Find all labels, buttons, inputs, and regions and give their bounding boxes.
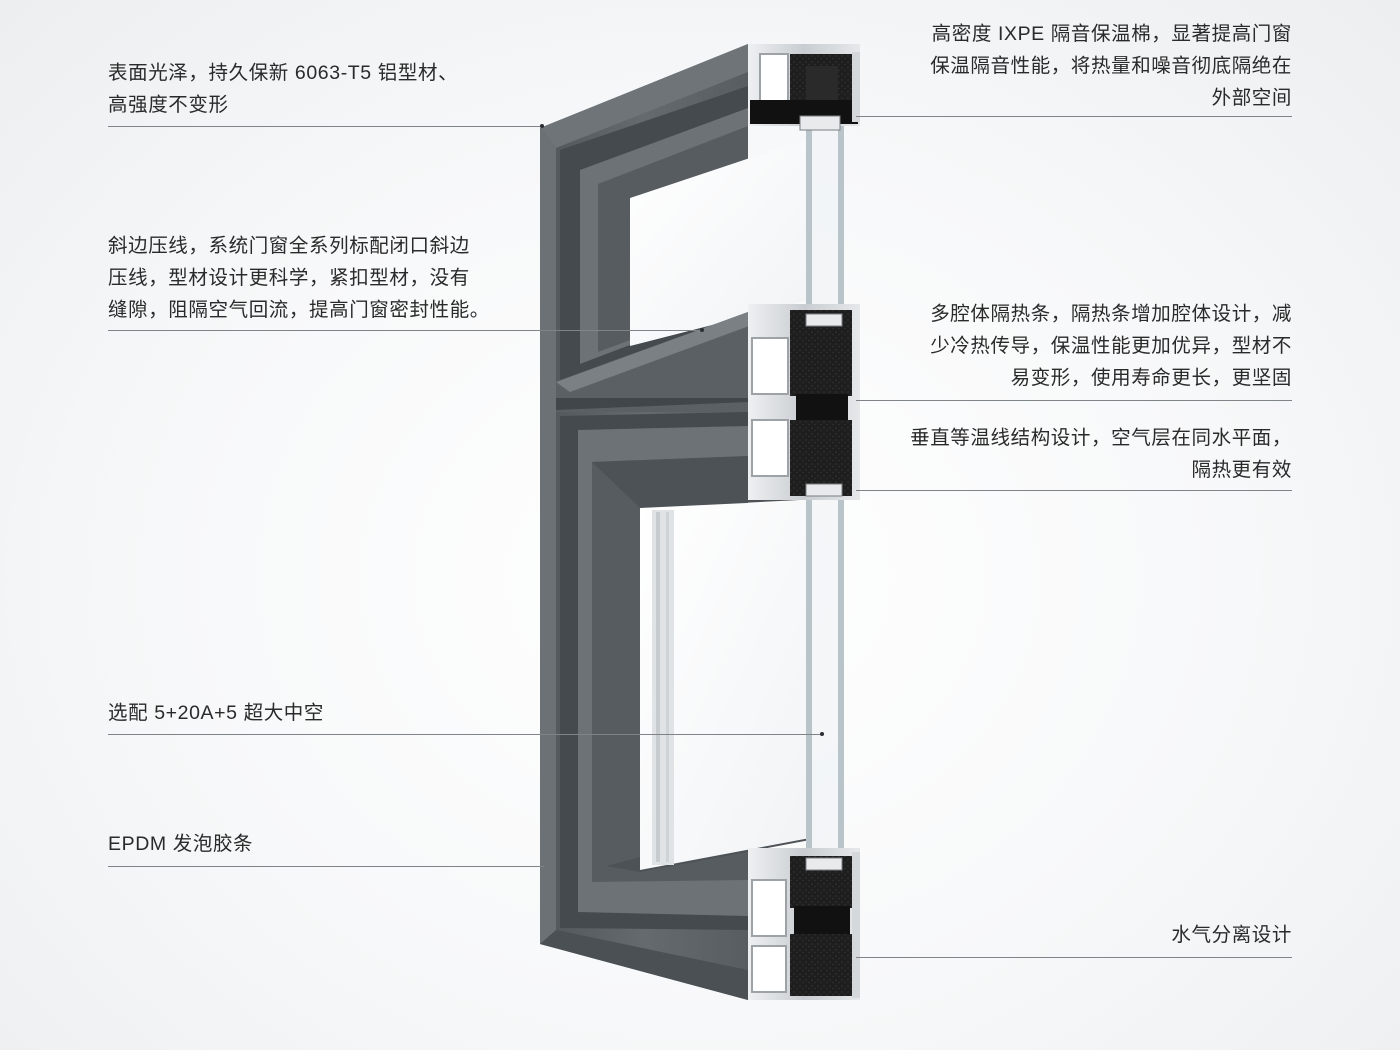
frame-bottom-bevel: [540, 930, 748, 1000]
callout-glass: 选配 5+20A+5 超大中空: [108, 697, 324, 729]
callout-isotherm-line-2: 隔热更有效: [1191, 459, 1292, 481]
callout-isotherm: 垂直等温线结构设计，空气层在同水平面， 隔热更有效: [910, 422, 1292, 486]
leader-glass: [108, 734, 822, 735]
callout-water-line-1: 水气分离设计: [1171, 924, 1292, 946]
profile-section-bottom: [748, 848, 860, 1000]
leader-dot-bevel: [700, 328, 704, 332]
callout-water: 水气分离设计: [1171, 919, 1292, 951]
callout-thermal-line-2: 少冷热传导，保温性能更加优异，型材不: [930, 335, 1292, 357]
callout-thermal-line-1: 多腔体隔热条，隔热条增加腔体设计，减: [930, 303, 1292, 325]
leader-thermal: [856, 400, 1292, 401]
callout-bevel-line-1: 斜边压线，系统门窗全系列标配闭口斜边: [108, 235, 470, 257]
frame-left-edge: [540, 128, 556, 944]
upper-glass-pane: [630, 138, 810, 346]
leader-water: [856, 957, 1292, 958]
leader-ixpe: [856, 116, 1292, 117]
leader-bevel: [108, 330, 702, 331]
callout-bevel-line-2: 压线，型材设计更科学，紧扣型材，没有: [108, 267, 470, 289]
callout-bevel: 斜边压线，系统门窗全系列标配闭口斜边 压线，型材设计更科学，紧扣型材，没有 缝隙…: [108, 230, 490, 326]
transom-rail-top: [556, 312, 760, 392]
callout-ixpe-line-2: 保温隔音性能，将热量和噪音彻底隔绝在: [930, 55, 1292, 77]
callout-ixpe-line-1: 高密度 IXPE 隔音保温棉，显著提高门窗: [931, 23, 1292, 45]
profile-cap-right-bottom: [852, 852, 860, 998]
callout-thermal: 多腔体隔热条，隔热条增加腔体设计，减 少冷热传导，保温性能更加优异，型材不 易变…: [930, 298, 1292, 394]
callout-thermal-line-3: 易变形，使用寿命更长，更坚固: [1010, 367, 1292, 389]
leader-isotherm: [856, 490, 1292, 491]
frame-top-bevel: [540, 44, 748, 148]
leader-surface: [108, 126, 542, 127]
leader-epdm: [108, 866, 544, 867]
callout-epdm-line-1: EPDM 发泡胶条: [108, 833, 254, 855]
lower-sash-strip: [652, 510, 674, 865]
callout-ixpe: 高密度 IXPE 隔音保温棉，显著提高门窗 保温隔音性能，将热量和噪音彻底隔绝在…: [930, 18, 1292, 114]
callout-surface-line-1: 表面光泽，持久保新 6063-T5 铝型材、: [108, 62, 459, 84]
callout-surface-line-2: 高强度不变形: [108, 94, 229, 116]
callout-bevel-line-3: 缝隙，阻隔空气回流，提高门窗密封性能。: [108, 299, 490, 321]
callout-isotherm-line-1: 垂直等温线结构设计，空气层在同水平面，: [910, 427, 1292, 449]
profile-section-middle: [748, 304, 860, 500]
profile-cap-right-top: [852, 52, 860, 122]
callout-ixpe-line-3: 外部空间: [1211, 87, 1292, 109]
callout-glass-line-1: 选配 5+20A+5 超大中空: [108, 702, 324, 724]
transom-divider: [556, 398, 748, 410]
callout-surface: 表面光泽，持久保新 6063-T5 铝型材、 高强度不变形: [108, 57, 458, 121]
leader-dot-glass: [820, 732, 824, 736]
callout-epdm: EPDM 发泡胶条: [108, 828, 253, 860]
leader-dot-surface: [540, 124, 544, 128]
lower-glass-pane: [640, 500, 810, 870]
profile-section-top: [748, 44, 860, 131]
